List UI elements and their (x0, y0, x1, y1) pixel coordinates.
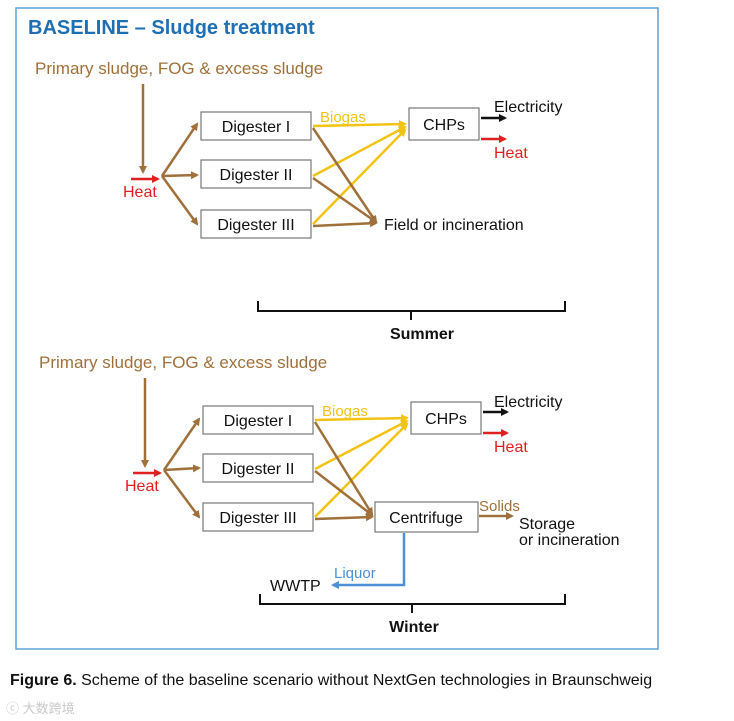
winter-digester-1-label: Digester I (224, 413, 292, 430)
winter-biogas-arrow-2 (314, 419, 409, 471)
winter-digester-1-box (202, 405, 314, 435)
winter-digester-3-label: Digester III (219, 510, 296, 527)
summer-digester-3-label: Digester III (217, 217, 294, 234)
winter-centrifuge-label: Centrifuge (389, 510, 463, 527)
winter-chp-box (410, 401, 482, 435)
summer-digester-3-box (200, 209, 312, 239)
winter-chp-label: CHPs (425, 411, 467, 428)
summer-heat-input-label: Heat (123, 184, 157, 201)
winter-biogas-arrow-3 (314, 422, 409, 518)
summer-season-label: Summer (390, 326, 454, 343)
diagram-title: BASELINE – Sludge treatment (28, 17, 315, 39)
winter-sludge-arrow-1 (313, 421, 374, 516)
summer-biogas-arrow-2 (312, 125, 407, 178)
summer-digester-1-label: Digester I (222, 119, 290, 136)
summer-biogas-arrow-3 (312, 128, 407, 225)
summer-bracket (257, 301, 566, 320)
caption-text: Scheme of the baseline scenario without … (76, 672, 653, 689)
winter-sludge-arrow-2 (314, 470, 374, 517)
summer-digester-2-label: Digester II (220, 167, 293, 184)
summer-input-label: Primary sludge, FOG & excess sludge (35, 59, 323, 78)
winter-feed-digester-2 (163, 464, 201, 473)
winter-digester-2-label: Digester II (222, 461, 295, 478)
winter-sludge-arrow-3 (314, 513, 374, 522)
summer-biogas-arrow-1 (312, 120, 407, 129)
winter-digester-3-box (202, 502, 314, 532)
winter-storage-label-line2: or incineration (519, 532, 620, 549)
summer-sludge-arrow-3 (312, 219, 378, 228)
summer-feed-digester-3 (160, 175, 199, 226)
summer-feed-digester-2 (161, 171, 199, 180)
summer-chp-box (408, 107, 480, 141)
winter-season-label: Winter (389, 619, 439, 636)
winter-scheme: Primary sludge, FOG & excess sludge Heat… (39, 353, 620, 636)
winter-heat-output-label: Heat (494, 439, 528, 456)
winter-biogas-label: Biogas (322, 403, 368, 420)
winter-liquor-arrow (331, 533, 406, 589)
summer-sludge-arrow-2 (312, 176, 378, 224)
winter-storage-label-line1: Storage (519, 516, 575, 533)
figure-caption: Figure 6. Scheme of the baseline scenari… (10, 672, 652, 690)
winter-input-label: Primary sludge, FOG & excess sludge (39, 353, 327, 372)
summer-destination-label: Field or incineration (384, 217, 524, 234)
summer-sludge-arrow-1 (311, 127, 378, 224)
winter-wwtp-label: WWTP (270, 578, 321, 595)
winter-centrifuge-box (374, 501, 479, 533)
caption-label: Figure 6. (10, 672, 77, 689)
winter-solids-label: Solids (479, 498, 520, 515)
watermark: ⓒ 大数跨境 (6, 701, 75, 716)
summer-heat-output-label: Heat (494, 145, 528, 162)
diagram-frame (15, 7, 659, 650)
winter-bracket (259, 594, 566, 613)
winter-digester-2-box (202, 453, 314, 483)
winter-heat-input-label: Heat (125, 478, 159, 495)
summer-biogas-label: Biogas (320, 109, 366, 126)
winter-liquor-label: Liquor (334, 565, 376, 582)
winter-feed-digester-3 (162, 469, 201, 519)
winter-electricity-label: Electricity (494, 394, 562, 411)
winter-biogas-arrow-1 (314, 414, 409, 423)
summer-chp-label: CHPs (423, 117, 465, 134)
summer-digester-2-box (200, 159, 312, 189)
summer-electricity-label: Electricity (494, 99, 562, 116)
summer-scheme: Primary sludge, FOG & excess sludge Heat… (35, 59, 566, 343)
winter-feed-digester-1 (162, 417, 201, 471)
summer-digester-1-box (200, 111, 312, 141)
summer-feed-digester-1 (160, 122, 199, 177)
